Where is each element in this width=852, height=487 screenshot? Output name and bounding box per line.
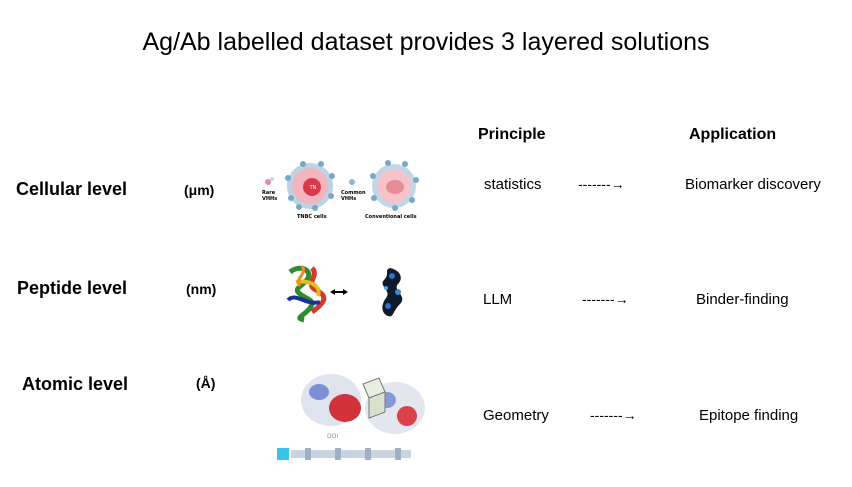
cellular-principle: statistics <box>484 176 542 193</box>
application-header: Application <box>689 126 777 143</box>
atomic-application: Epitope finding <box>699 407 799 424</box>
scale-bar-icon <box>277 448 411 460</box>
tn-label: TN <box>309 185 317 191</box>
electrostatic-surface-icon <box>301 374 425 434</box>
cellular-unit: (μm) <box>184 182 215 198</box>
peptide-arrow: -------→ <box>582 291 629 307</box>
protein-structure-illustration <box>282 262 422 324</box>
atomic-principle: Geometry <box>483 407 549 424</box>
peptide-unit: (nm) <box>186 281 217 297</box>
tnbc-cells-label: TNBC cells <box>297 214 327 220</box>
molecular-svg: DOI <box>277 374 425 460</box>
common-vhh-label: Common VHHs <box>341 190 366 202</box>
rare-vhh-icon <box>265 179 271 185</box>
conventional-cell-icon <box>370 160 419 211</box>
double-arrow-icon <box>330 289 348 295</box>
cellular-arrow: -------→ <box>578 176 625 192</box>
space-filling-protein-icon <box>382 268 403 317</box>
protein-svg <box>286 265 403 323</box>
atomic-level-label: Atomic level <box>22 374 129 394</box>
tnbc-cell-icon <box>285 161 335 211</box>
peptide-level-label: Peptide level <box>17 278 128 298</box>
peptide-application: Binder-finding <box>696 291 789 308</box>
peptide-principle: LLM <box>483 291 513 308</box>
slide-title: Ag/Ab labelled dataset provides 3 layere… <box>142 28 710 56</box>
cellular-level-label: Cellular level <box>16 179 128 199</box>
cells-svg: TN <box>265 160 419 211</box>
cellular-application: Biomarker discovery <box>685 176 821 193</box>
rare-vhh-label: Rare VHHs <box>262 190 278 202</box>
ribbon-protein-icon <box>286 265 327 323</box>
atomic-unit: (Å) <box>196 375 216 391</box>
common-vhh-icon <box>349 179 355 185</box>
svg-text:DOI: DOI <box>327 433 338 440</box>
cells-illustration: TN <box>255 158 430 228</box>
molecular-surface-illustration: DOI <box>275 362 440 470</box>
principle-header: Principle <box>478 126 546 143</box>
atomic-arrow: -------→ <box>590 407 637 423</box>
conventional-cells-label: Conventional cells <box>365 214 417 220</box>
